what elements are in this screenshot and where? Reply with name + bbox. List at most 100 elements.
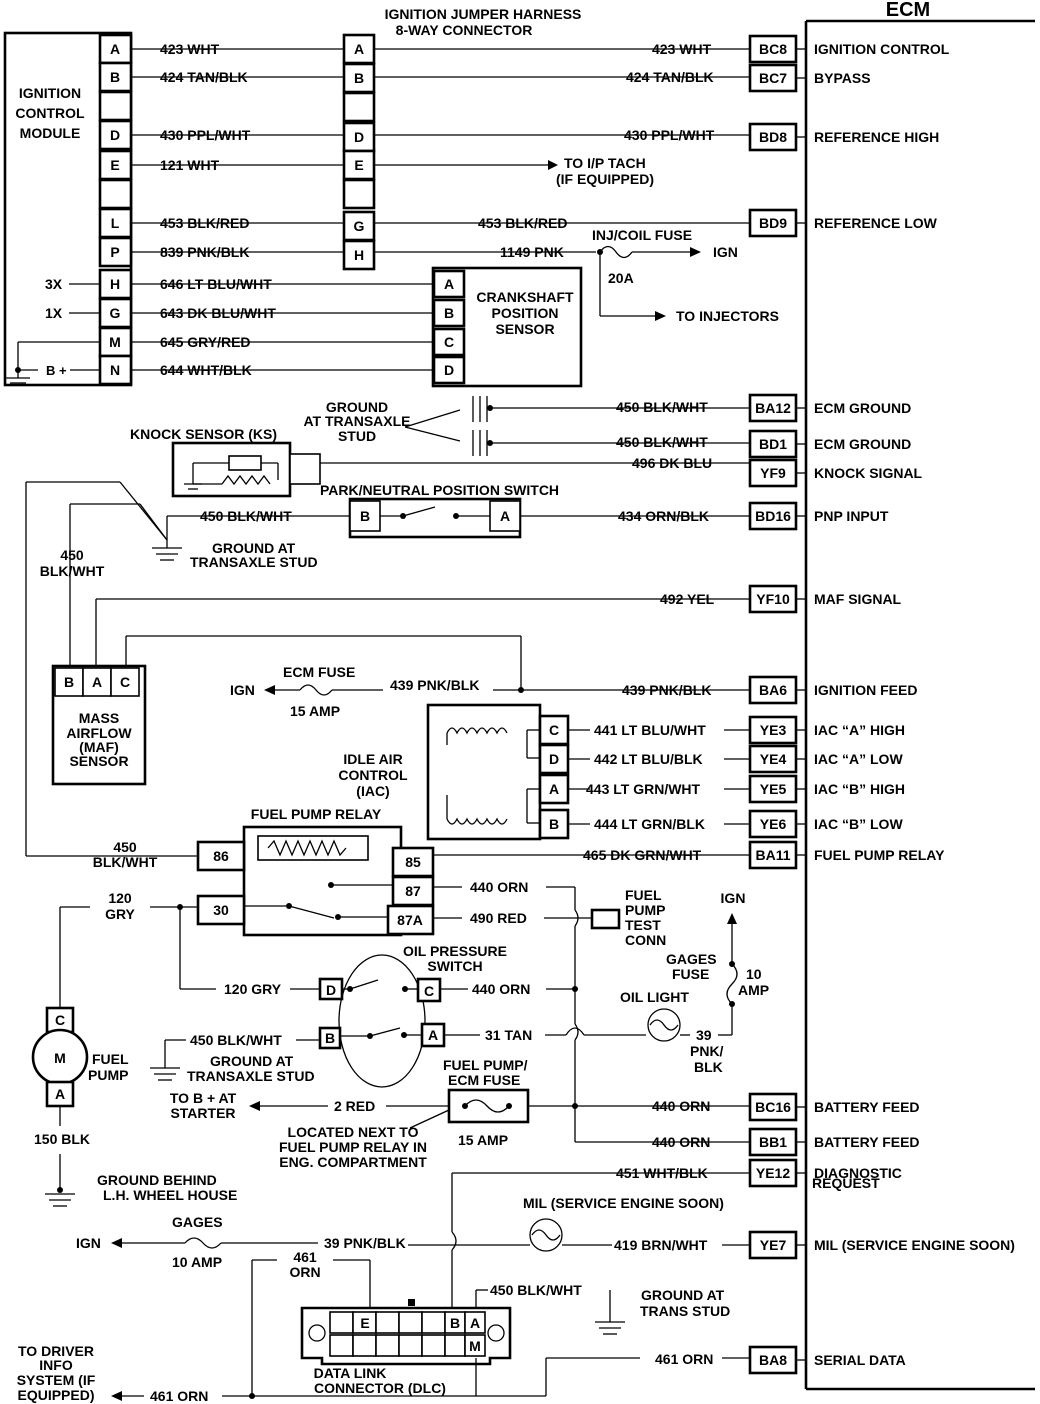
wire-490-red: 490 RED (470, 910, 527, 926)
inj-coil-fuse-icon (599, 245, 633, 259)
ecm-fuse-icon (299, 684, 333, 696)
wire-150-blk: 150 BLK (34, 1131, 90, 1147)
dlc-ground-icon (595, 1321, 625, 1335)
ign-arrow-up-icon (727, 913, 737, 924)
gages-fuse-icon (184, 1237, 222, 1249)
w120-relay-2: GRY (105, 906, 135, 922)
driver-info-4: EQUIPPED) (17, 1387, 94, 1403)
starter-arrow-icon (249, 1101, 260, 1111)
ecm-pin-id: YE5 (760, 781, 787, 797)
w450-relay-2: BLK/WHT (93, 854, 158, 870)
ecm-pin-box (748, 1158, 798, 1188)
oil-light-wire-3: BLK (694, 1059, 723, 1075)
w461-b: ORN (289, 1264, 320, 1280)
pnp-pin-b: B (360, 508, 370, 524)
driver-info-arrow-icon (111, 1391, 122, 1401)
to-starter-1: TO B + AT (170, 1090, 237, 1106)
oil-pin-d: D (326, 982, 336, 998)
wire-450-ecm-gnd-2: 450 BLK/WHT (616, 434, 708, 450)
relay-pin-87: 87 (405, 883, 421, 899)
wire-439-pnk-blk-left: 439 PNK/BLK (390, 677, 479, 693)
pump-fuse-label-1: FUEL PUMP/ (443, 1057, 528, 1073)
wire-423-wht-ecm: 423 WHT (652, 41, 712, 57)
ecm-pin-label: PNP INPUT (814, 508, 889, 524)
ecm-fuse-label: ECM FUSE (283, 664, 355, 680)
pump-fuse-label-2: ECM FUSE (448, 1072, 520, 1088)
maf-pin-b: B (64, 674, 74, 690)
gages-fuse-ign: IGN (721, 890, 746, 906)
jumper-pin-box (342, 121, 376, 153)
located-2: FUEL PUMP RELAY IN (279, 1139, 427, 1155)
dlc-title-1: DATA LINK (314, 1365, 387, 1381)
wire-450-ecm-gnd-1: 450 BLK/WHT (616, 399, 708, 415)
oil-light-bulb-icon (647, 1008, 681, 1042)
ign-arrow-maf-icon (264, 685, 275, 695)
wire-643-dk-blu-wht: 643 DK BLU/WHT (160, 305, 276, 321)
ecm: ECM (804, 0, 1035, 1391)
ecm-pin-label: ECM GROUND (814, 400, 911, 416)
maf-sensor: B A C MASS AIRFLOW (MAF) SENSOR (51, 664, 147, 786)
jumper-title-2: 8-WAY CONNECTOR (396, 22, 533, 38)
ecm-pin-id: YE12 (756, 1165, 790, 1181)
fuel-pump-relay (196, 825, 435, 937)
iac-title-3: (IAC) (356, 783, 389, 799)
mil-bulb-icon (529, 1218, 563, 1252)
icm-pin-id: G (110, 305, 121, 321)
ecm-pin-label: FUEL PUMP RELAY (814, 847, 945, 863)
tach-arrow-icon (548, 160, 558, 170)
ecm-pin-label: DIAGNOSTIC (814, 1165, 902, 1181)
iac-wire-label: 444 LT GRN/BLK (594, 816, 705, 832)
driver-info-1: TO DRIVER (18, 1343, 94, 1359)
icm-pin-id: B (110, 69, 120, 85)
pnp-pin-a: A (500, 508, 510, 524)
ecm-pin-id: BA12 (755, 400, 791, 416)
wire-450-oil: 450 BLK/WHT (190, 1032, 282, 1048)
icm-pin-box (98, 61, 133, 93)
ecm-pin-id: YE4 (760, 751, 787, 767)
w120-relay-1: 120 (108, 890, 132, 906)
ecm-pin-id: YE6 (760, 816, 787, 832)
icm-pin-id: H (110, 276, 120, 292)
ecm-pin-id: BC8 (759, 41, 787, 57)
wire-31-tan: 31 TAN (485, 1027, 532, 1043)
gages-label: GAGES (172, 1214, 223, 1230)
wire-430-ppl-wht-ecm: 430 PPL/WHT (624, 127, 715, 143)
driver-info-3: SYSTEM (IF (17, 1372, 96, 1388)
wire-839-pnk-blk: 839 PNK/BLK (160, 244, 249, 260)
wire-440-orn-oil: 440 ORN (472, 981, 530, 997)
located-3: ENG. COMPARTMENT (279, 1154, 427, 1170)
wire-644-wht-blk: 644 WHT/BLK (160, 362, 252, 378)
gages-fuse-2: FUSE (672, 966, 709, 982)
iac-pin-id: B (549, 816, 559, 832)
pump-motor-m: M (54, 1050, 66, 1066)
ecm-pin-label: ECM GROUND (814, 436, 911, 452)
to-starter-2: STARTER (170, 1105, 235, 1121)
ecm-pin-label: BYPASS (814, 70, 871, 86)
jumper-pin-id: B (354, 70, 364, 86)
crank-pin-box (432, 355, 466, 385)
tach-label-2: (IF EQUIPPED) (556, 171, 654, 187)
crank-title-3: SENSOR (495, 321, 554, 337)
icm-title-1: IGNITION (19, 85, 81, 101)
fuel-pump-relay-label: FUEL PUMP RELAY (251, 806, 382, 822)
jumper-pin-box (342, 210, 376, 242)
relay-pin-30: 30 (213, 902, 229, 918)
icm-bplus-label: B + (46, 363, 67, 378)
maf-pin-c: C (120, 674, 130, 690)
iac-wire-label: 442 LT BLU/BLK (594, 751, 703, 767)
wire-496-dk-blu: 496 DK BLU (632, 455, 712, 471)
injectors-arrow-icon (655, 311, 666, 321)
icm-pin-box (98, 236, 133, 268)
gnd-stud-label-2: AT TRANSAXLE (303, 413, 410, 429)
w450-left-1: 450 (60, 547, 84, 563)
jumper-pin-box (342, 178, 376, 210)
ecm-pin-label: IAC “A” HIGH (814, 722, 905, 738)
ecm-pin-id: BA8 (759, 1352, 787, 1368)
maf-title-2: AIRFLOW (66, 725, 132, 741)
wire-450-pnp: 450 BLK/WHT (200, 508, 292, 524)
icm-pin-id: M (109, 334, 121, 350)
ecm-pin-id: BD8 (759, 129, 787, 145)
wire-424-tan-blk-icm: 424 TAN/BLK (160, 69, 248, 85)
